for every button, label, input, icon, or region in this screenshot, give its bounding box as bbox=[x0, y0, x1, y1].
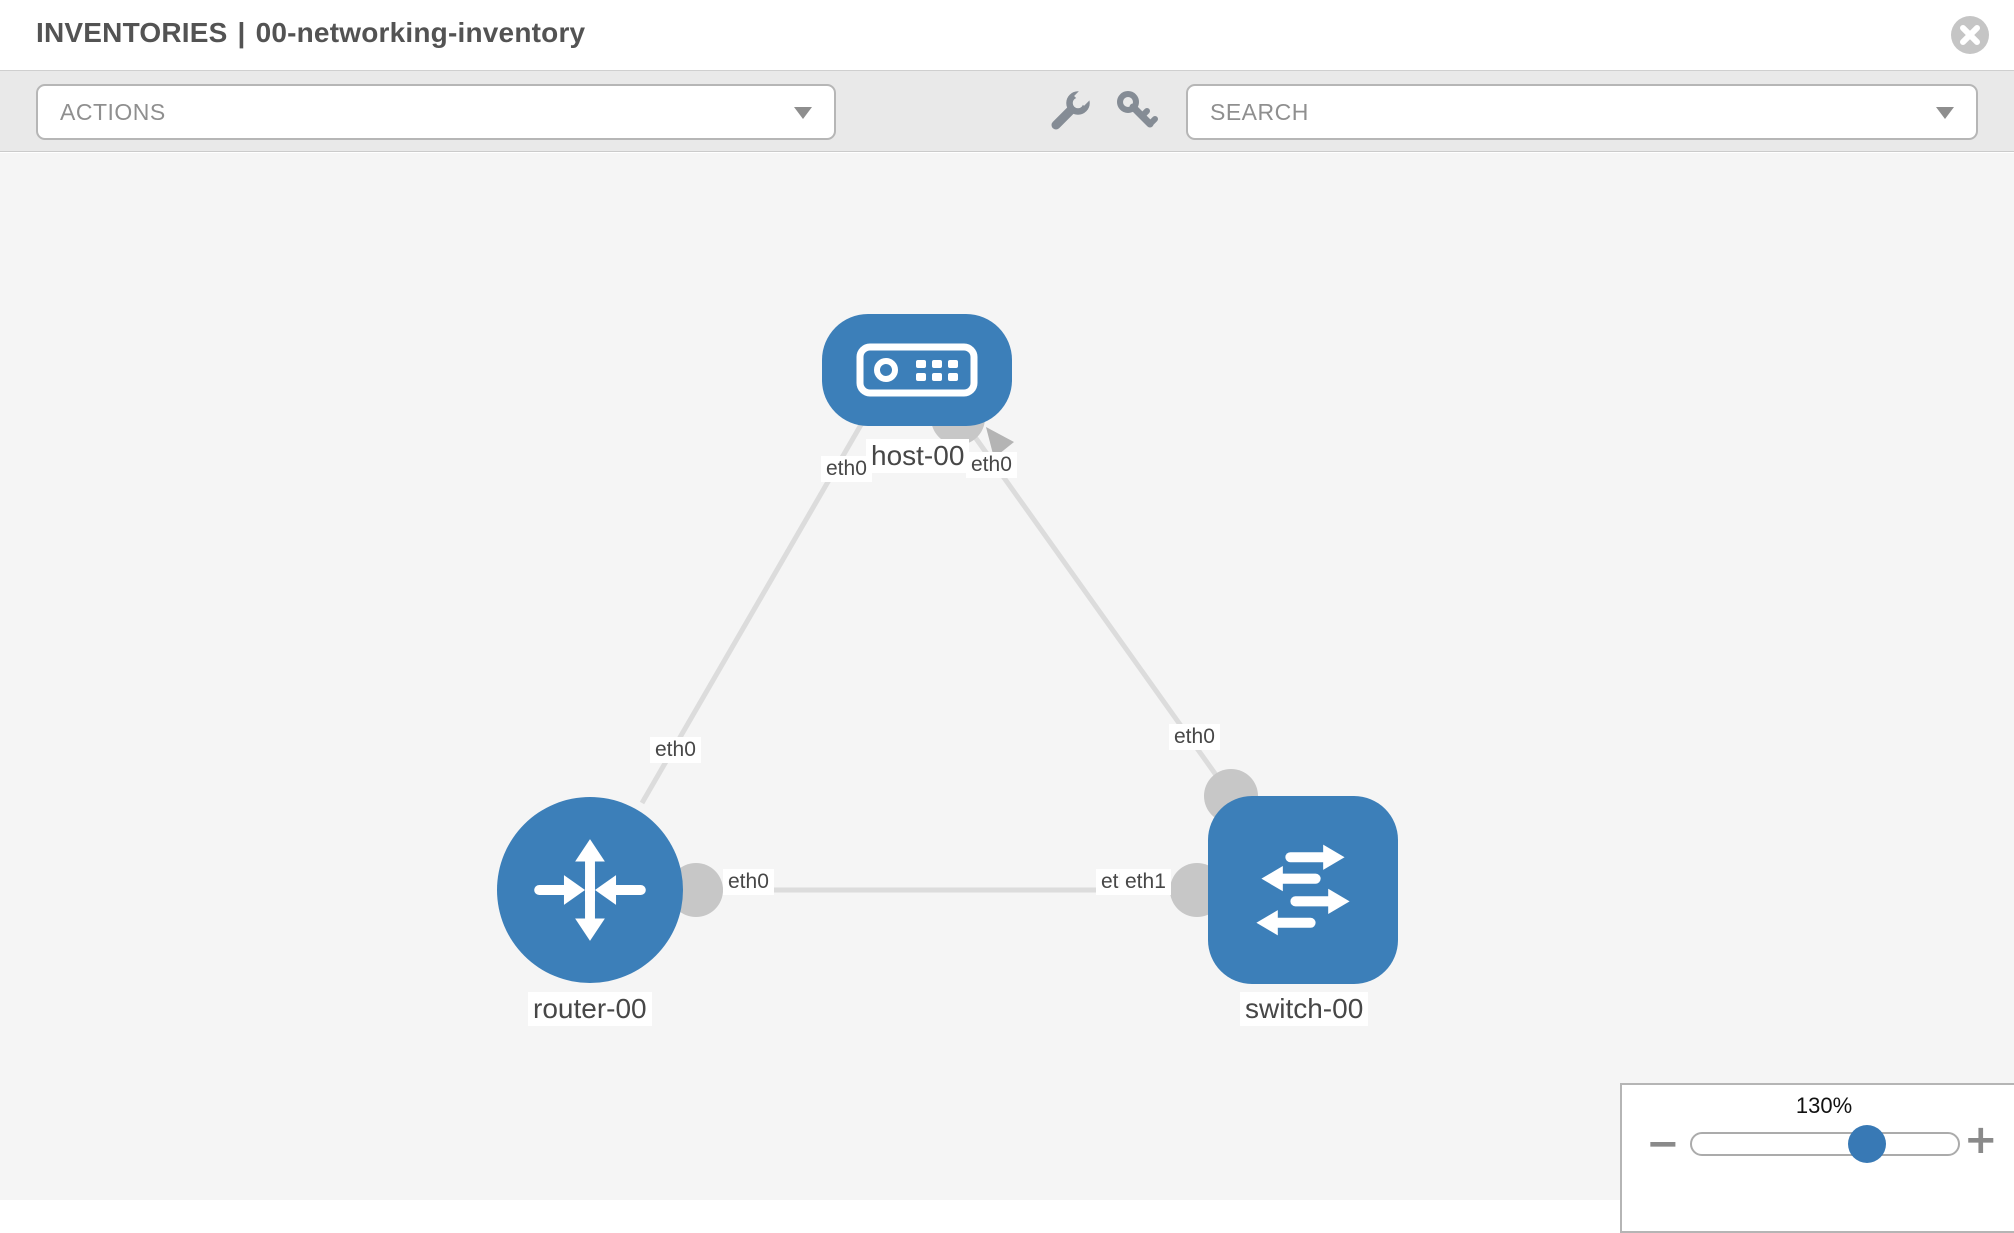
zoom-slider-track[interactable] bbox=[1690, 1125, 1960, 1163]
node-label-router: router-00 bbox=[528, 992, 652, 1026]
zoom-slider-knob[interactable] bbox=[1848, 1125, 1886, 1163]
minus-icon: − bbox=[1646, 1121, 1680, 1167]
server-icon bbox=[856, 343, 978, 397]
zoom-level-value: 130% bbox=[1795, 1093, 1853, 1118]
router-arrows-icon bbox=[534, 839, 646, 941]
link-arrowhead-icon bbox=[986, 427, 1014, 458]
search-dropdown[interactable]: SEARCH bbox=[1186, 84, 1978, 140]
zoom-in-button[interactable]: + bbox=[1964, 1120, 1998, 1160]
chevron-down-icon bbox=[794, 107, 812, 119]
interface-label-router-switch-switch-end: eth1 bbox=[1120, 869, 1171, 895]
actions-dropdown[interactable]: ACTIONS bbox=[36, 84, 836, 140]
node-host-00[interactable] bbox=[822, 314, 1012, 426]
node-switch-00[interactable] bbox=[1208, 796, 1398, 984]
page-title: INVENTORIES | 00-networking-inventory bbox=[36, 17, 585, 49]
page-title-section: INVENTORIES bbox=[36, 17, 228, 48]
interface-label-host-switch-switch-end: eth0 bbox=[1169, 724, 1220, 750]
circle-x-icon bbox=[1951, 16, 1989, 54]
key-icon bbox=[1117, 90, 1158, 127]
interface-label-router-switch-router-end: eth0 bbox=[723, 869, 774, 895]
wrench-icon bbox=[1051, 86, 1094, 129]
interface-label-host-switch-host-end: eth0 bbox=[966, 452, 1017, 478]
links-layer bbox=[639, 391, 1258, 917]
node-label-host: host-00 bbox=[866, 439, 970, 473]
port-router-right bbox=[669, 863, 723, 917]
zoom-control-panel: 130% − + bbox=[1620, 1083, 2014, 1233]
search-dropdown-label: SEARCH bbox=[1210, 99, 1309, 125]
inventory-name: 00-networking-inventory bbox=[255, 17, 586, 48]
node-router-00[interactable] bbox=[497, 797, 683, 983]
plus-icon: + bbox=[1964, 1117, 1998, 1163]
zoom-out-button[interactable]: − bbox=[1646, 1124, 1680, 1164]
interface-label-host-router-router-end: eth0 bbox=[650, 737, 701, 763]
page-header: INVENTORIES | 00-networking-inventory bbox=[0, 0, 2014, 70]
topology-canvas[interactable]: host-00 router-00 switch-00 eth0 eth0 et… bbox=[0, 153, 2014, 1200]
chevron-down-icon bbox=[1936, 107, 1954, 119]
actions-dropdown-label: ACTIONS bbox=[60, 99, 166, 125]
configure-button[interactable] bbox=[1046, 86, 1094, 136]
node-label-switch: switch-00 bbox=[1240, 992, 1369, 1026]
interface-label-host-router-host-end: eth0 bbox=[821, 456, 872, 482]
close-button[interactable] bbox=[1950, 15, 1990, 55]
credentials-button[interactable] bbox=[1112, 88, 1160, 136]
toolbar: ACTIONS SEARCH bbox=[0, 70, 2014, 152]
page-title-separator: | bbox=[237, 17, 246, 48]
switch-arrows-icon bbox=[1256, 844, 1350, 936]
